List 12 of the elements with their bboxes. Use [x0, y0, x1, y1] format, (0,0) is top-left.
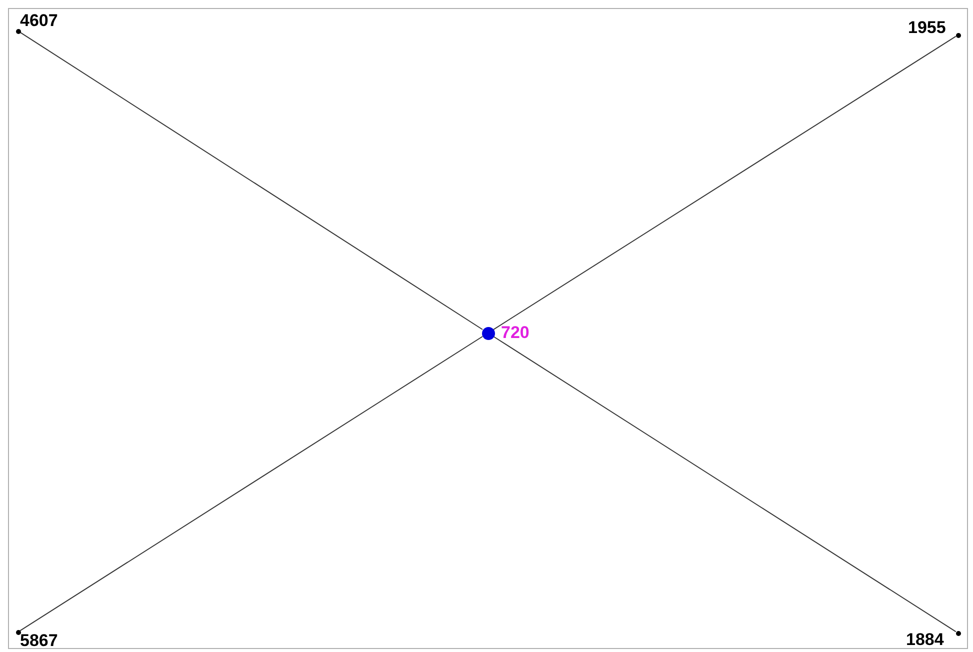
point-marker [956, 32, 960, 38]
point-value-label: 4607 [20, 12, 58, 29]
connector-line [20, 32, 484, 330]
point-value-label: 5867 [20, 632, 58, 649]
point-marker [16, 630, 20, 634]
point-marker [956, 630, 960, 636]
point-value-label: 1955 [908, 19, 946, 36]
connector-line [493, 36, 956, 330]
point-marker [16, 28, 20, 34]
point-marker [482, 326, 494, 340]
point-value-label: 1884 [906, 631, 944, 648]
point-value-label: 720 [501, 324, 530, 341]
